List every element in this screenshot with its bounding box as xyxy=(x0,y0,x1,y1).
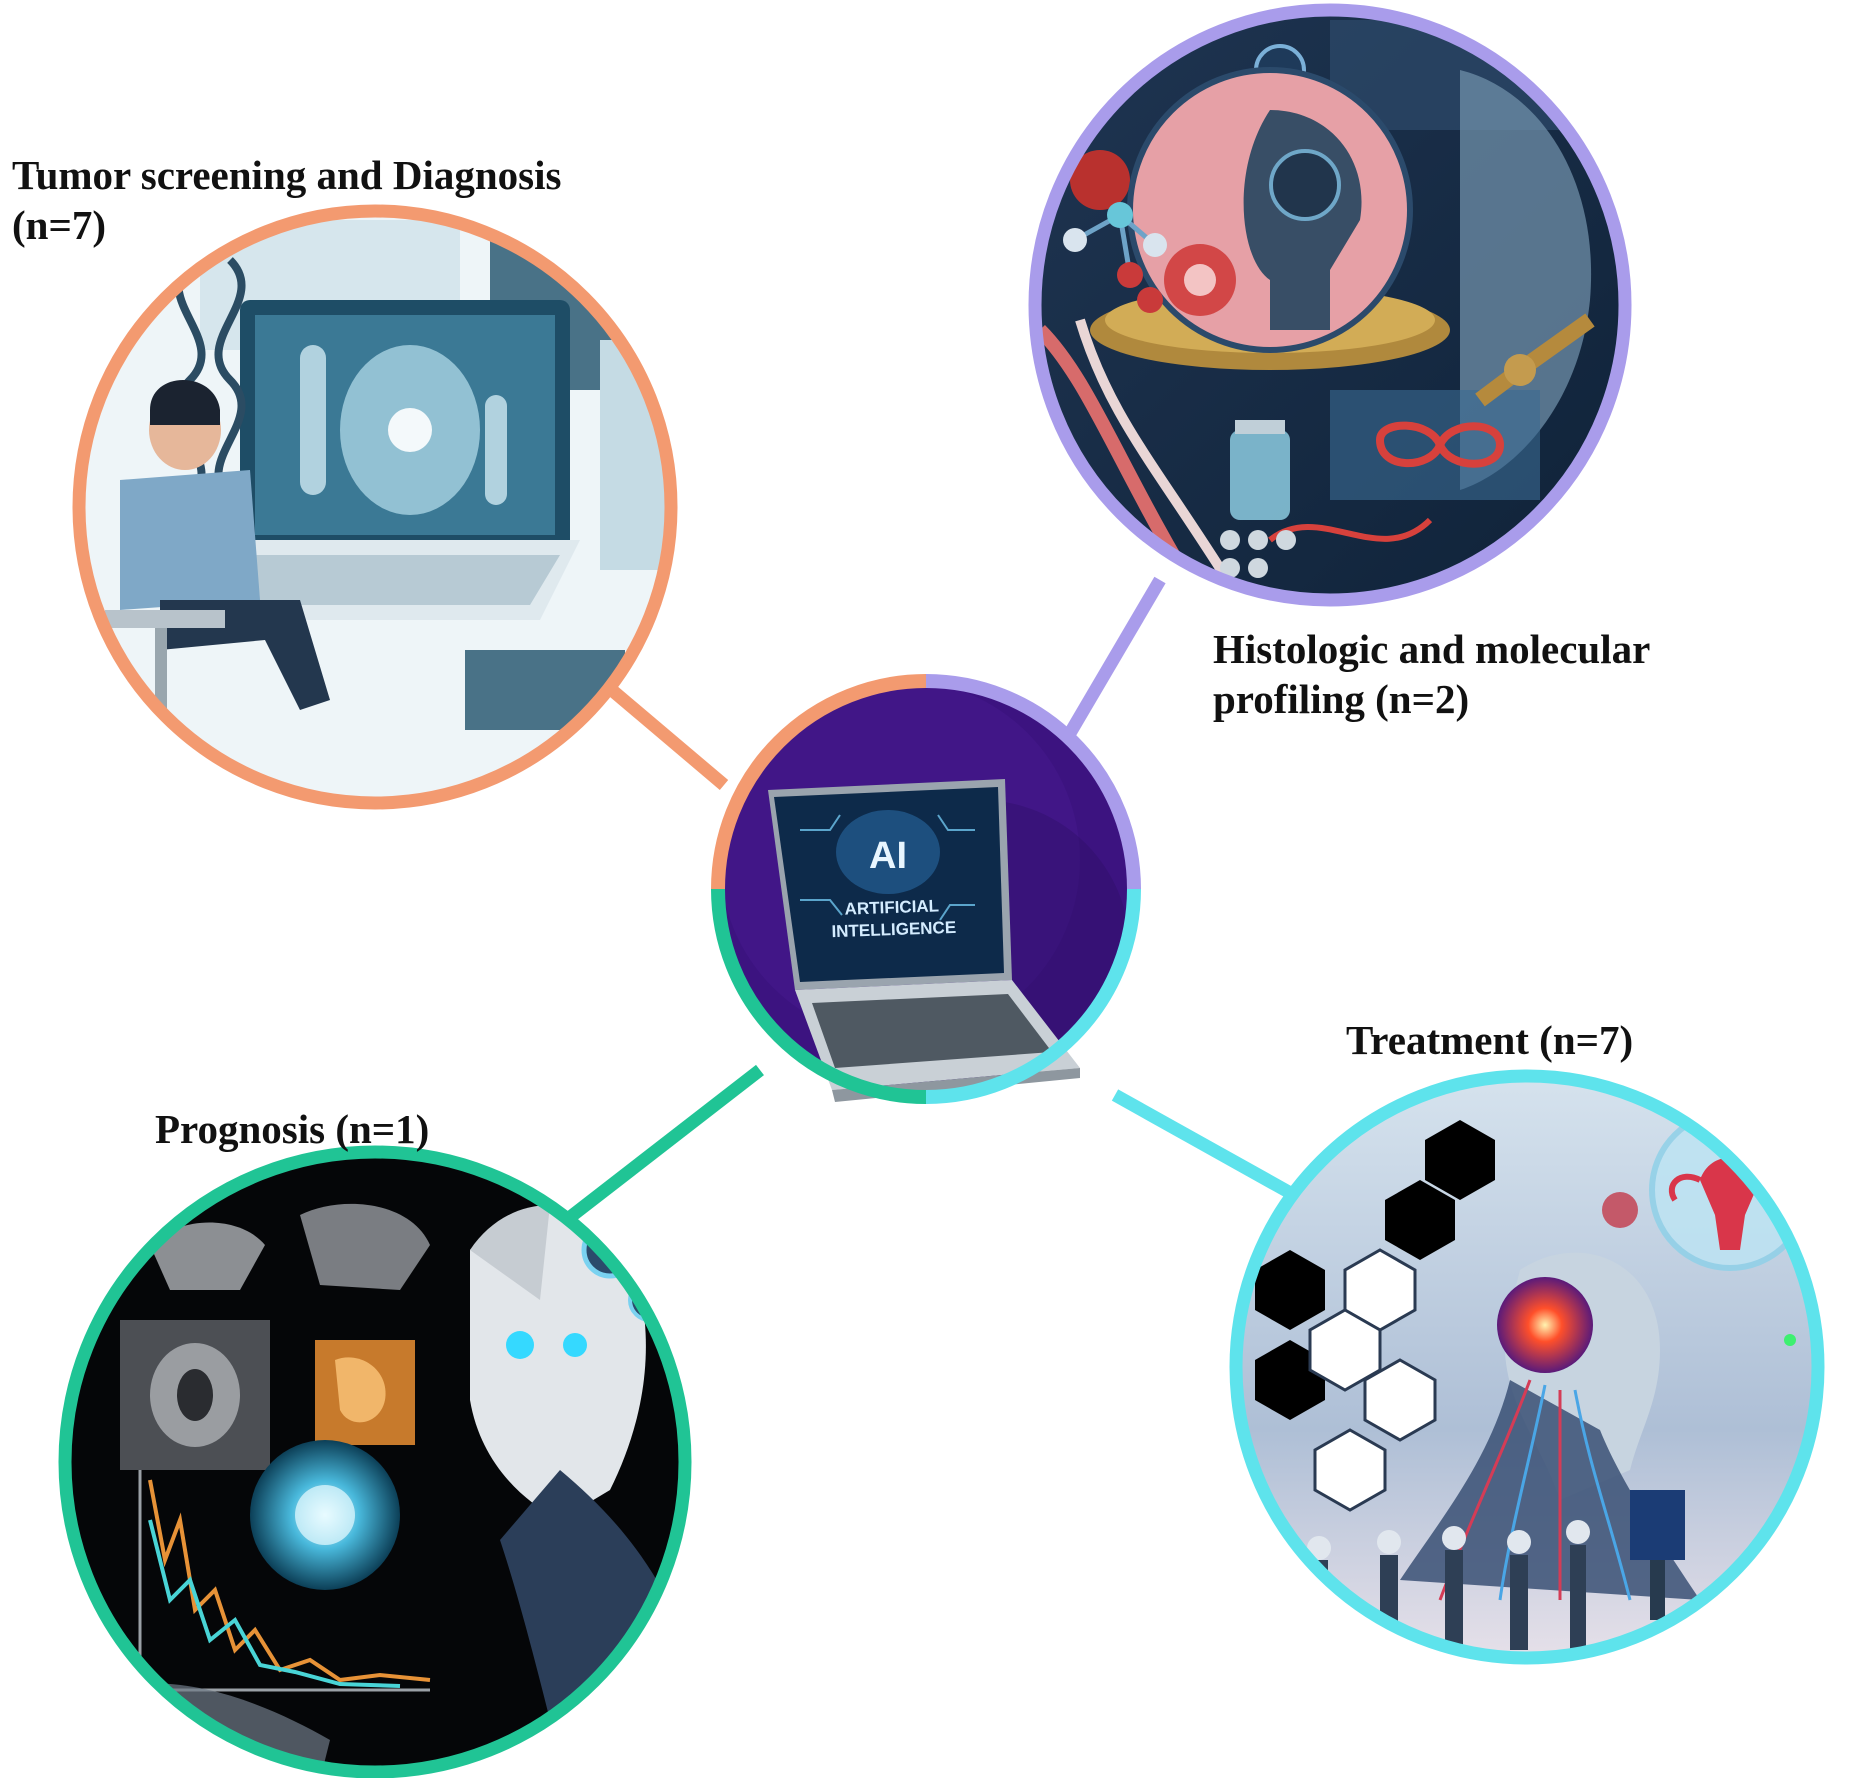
label-treatment-line1: Treatment (n=7) xyxy=(1346,1017,1634,1063)
connector-screening xyxy=(595,675,729,790)
label-profiling: Histologic and molecular profiling (n=2) xyxy=(1213,624,1650,724)
label-screening-line2: (n=7) xyxy=(12,202,106,248)
label-screening-line1: Tumor screening and Diagnosis xyxy=(12,152,562,198)
screening-illustration xyxy=(79,211,671,803)
connector-profiling xyxy=(1060,576,1166,744)
label-prognosis: Prognosis (n=1) xyxy=(155,1104,429,1154)
hub-screen-artificial: ARTIFICIAL xyxy=(844,896,939,918)
ai-hub: AI ARTIFICIAL INTELLIGENCE xyxy=(711,674,1141,1104)
profiling-ring xyxy=(1028,3,1632,607)
hub-screen-ai: AI xyxy=(869,835,907,877)
prognosis-illustration xyxy=(65,1152,685,1772)
connector-prognosis xyxy=(556,1064,764,1231)
prognosis-ring xyxy=(58,1145,692,1778)
hub-arc-prognosis xyxy=(711,888,927,1104)
hub-arc-treatment xyxy=(925,888,1141,1104)
label-profiling-line1: Histologic and molecular xyxy=(1213,626,1651,672)
screening-ring xyxy=(72,204,678,810)
label-profiling-line2: profiling (n=2) xyxy=(1213,676,1470,722)
laptop-icon: AI ARTIFICIAL INTELLIGENCE xyxy=(768,779,1080,1102)
label-treatment: Treatment (n=7) xyxy=(1346,1015,1633,1065)
hub-arc-profiling xyxy=(925,674,1141,890)
profiling-illustration xyxy=(1035,10,1625,600)
treatment-ring xyxy=(1229,1069,1825,1665)
hub-screen-intelligence: INTELLIGENCE xyxy=(831,918,956,941)
label-prognosis-line1: Prognosis (n=1) xyxy=(155,1106,430,1152)
connector-treatment xyxy=(1111,1089,1307,1206)
label-screening: Tumor screening and Diagnosis (n=7) xyxy=(12,150,561,250)
hub-arc-screening xyxy=(711,674,927,890)
